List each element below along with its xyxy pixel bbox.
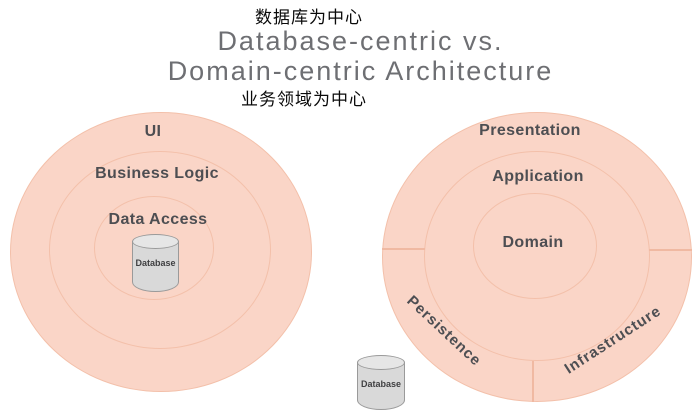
ui-ring-label: UI <box>144 123 162 140</box>
external-database-cylinder-icon: Database <box>357 355 405 410</box>
subtitle-database-centric-zh: 数据库为中心 <box>255 8 363 27</box>
right-inner-ring-circle <box>473 193 597 299</box>
cylinder-top-ellipse <box>357 355 405 370</box>
cylinder-body <box>132 241 179 292</box>
database-cylinder-icon: Database <box>132 234 179 292</box>
business-logic-ring-label: Business Logic <box>95 165 219 182</box>
title-line-2: Domain-centric Architecture <box>167 56 554 86</box>
data-access-ring-label: Data Access <box>108 211 208 228</box>
outer-ring-divider-left <box>382 248 425 250</box>
outer-ring-divider-bottom <box>532 361 534 402</box>
subtitle-domain-centric-zh: 业务领域为中心 <box>241 90 367 109</box>
presentation-ring-label: Presentation <box>479 122 581 139</box>
database-label: Database <box>135 258 176 268</box>
cylinder-top-ellipse <box>132 234 179 249</box>
page-title: Database-centric vs. Domain-centric Arch… <box>28 26 693 86</box>
outer-ring-divider-right <box>649 249 692 251</box>
domain-center-label: Domain <box>502 234 564 251</box>
database-label: Database <box>360 379 402 389</box>
title-line-1: Database-centric vs. <box>217 26 504 56</box>
application-ring-label: Application <box>492 168 584 185</box>
